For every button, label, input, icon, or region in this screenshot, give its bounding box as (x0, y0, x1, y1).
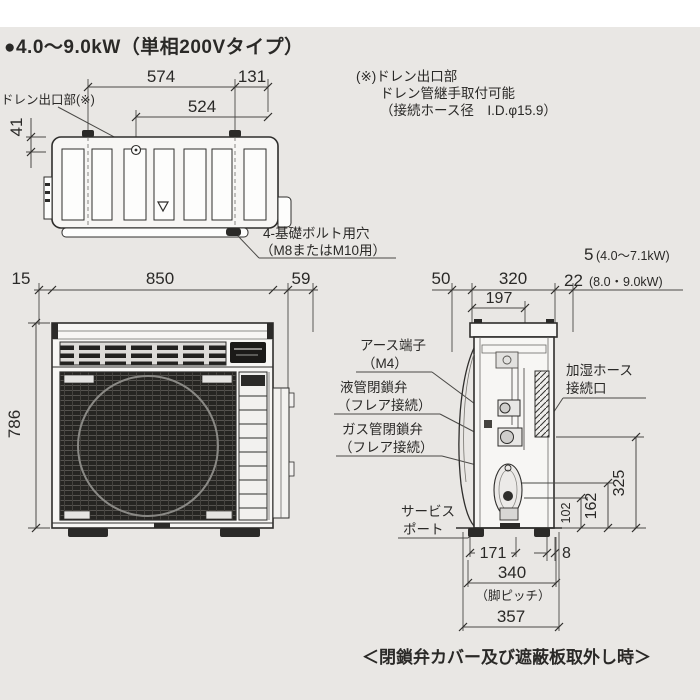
dim-22-note: (8.0・9.0kW) (589, 275, 663, 289)
svg-text:（フレア接続）: （フレア接続） (339, 439, 434, 455)
fan-circle (77, 375, 219, 517)
svg-text:（M4）: （M4） (362, 356, 408, 371)
dim-15: 15 (12, 269, 31, 288)
dim-22: 22 (564, 271, 583, 290)
bolt-label-line2: （M8またはM10用） (260, 243, 386, 258)
gas-valve-label: ガス管閉鎖弁 （フレア接続） (336, 422, 512, 475)
top-view: 574 131 524 41 ドレン出口部(※) (1, 67, 396, 259)
direction-triangle-mark (156, 201, 170, 213)
side-view-bottom-dims: 171 8 340 （脚ピッチ） 357 (458, 532, 571, 632)
drain-note-block: (※)ドレン出口部 ドレン管継手取付可能 （接続ホース径 I.D.φ15.9） (356, 69, 557, 118)
svg-text:（フレア接続）: （フレア接続） (337, 397, 432, 413)
dim-524: 524 (188, 97, 216, 116)
top-view-dim-41: 41 (7, 118, 46, 168)
svg-text:サービス: サービス (401, 504, 455, 519)
dim-41: 41 (7, 118, 26, 137)
side-view-body (456, 319, 562, 537)
top-view-dim-574-131: 574 131 (83, 67, 273, 135)
dim-325: 325 (611, 470, 628, 497)
top-view-base-flange (61, 227, 249, 238)
front-foot-left (68, 528, 108, 537)
front-view-dim-row: 15 850 59 (12, 269, 318, 388)
earth-terminal (484, 420, 492, 428)
dim-131: 131 (238, 67, 266, 86)
side-view-right-dims: 325 162 102 (522, 432, 646, 533)
dim-5-note: (4.0～7.1kW) (596, 249, 670, 263)
front-view: 15 850 59 786 (5, 269, 318, 537)
side-foot-front (468, 528, 484, 537)
dim-197: 197 (486, 290, 513, 307)
side-foot-rear (534, 528, 550, 537)
dim-850: 850 (146, 269, 174, 288)
drain-note-line2: ドレン管継手取付可能 (380, 86, 515, 101)
dim-102: 102 (559, 503, 573, 524)
top-vent-slats (59, 341, 227, 366)
dim-162: 162 (583, 493, 600, 520)
dim-340: 340 (498, 563, 526, 582)
svg-text:加湿ホース: 加湿ホース (566, 363, 633, 378)
top-view-slots (61, 148, 267, 221)
dim-574: 574 (147, 67, 175, 86)
drain-outlet-label: ドレン出口部(※) (1, 92, 95, 107)
page-title: ●4.0～9.0kW（単相200Vタイプ） (4, 35, 304, 58)
top-view-dim-524: 524 (131, 97, 273, 145)
side-view: 50 320 5 (4.0～7.1kW) 22 (8.0・9.0kW) 197 (432, 245, 683, 632)
brand-logo-plate (230, 342, 266, 363)
service-port (504, 464, 512, 472)
svg-text:ガス管閉鎖弁: ガス管閉鎖弁 (342, 422, 423, 437)
dim-786: 786 (5, 410, 24, 438)
foundation-bolt-hole (226, 228, 241, 236)
bottom-caption: ＜閉鎖弁カバー及び遮蔽板取外し時＞ (362, 647, 651, 667)
dim-5: 5 (584, 245, 593, 264)
svg-text:ポート: ポート (403, 522, 444, 537)
bolt-hole-label: 4-基礎ボルト用穴 （M8またはM10用） (237, 225, 396, 259)
side-view-dim-row: 50 320 5 (4.0～7.1kW) 22 (8.0・9.0kW) (432, 245, 683, 352)
dim-357: 357 (497, 607, 525, 626)
front-panel-bulge (458, 347, 475, 527)
front-view-body (51, 322, 295, 537)
fan-grille (59, 371, 237, 521)
earth-terminal-label: アース端子 （M4） (356, 338, 507, 428)
bolt-label-line1: 4-基礎ボルト用穴 (263, 225, 370, 241)
svg-text:液管閉鎖弁: 液管閉鎖弁 (340, 380, 408, 395)
top-view-right-handle (277, 196, 292, 228)
dim-59: 59 (292, 269, 311, 288)
front-foot-right (220, 528, 260, 537)
service-port-label: サービス ポート (398, 502, 511, 539)
svg-text:アース端子: アース端子 (360, 338, 426, 353)
side-louver-panel (238, 371, 268, 521)
dim-340-note: （脚ピッチ） (475, 588, 550, 603)
top-view-body (43, 130, 292, 238)
side-louvers (239, 395, 267, 509)
dim-8: 8 (562, 545, 571, 562)
side-view-dim-197: 197 (467, 290, 530, 323)
dim-320: 320 (499, 269, 527, 288)
dim-171: 171 (480, 545, 507, 562)
dim-50: 50 (432, 269, 451, 288)
drain-note-line1: (※)ドレン出口部 (356, 69, 457, 84)
front-view-dim-786: 786 (5, 318, 50, 533)
top-view-left-tab (43, 176, 53, 220)
humidify-hose-connection (534, 370, 550, 438)
side-view-internals (481, 344, 547, 521)
svg-text:接続口: 接続口 (566, 380, 607, 396)
drain-note-line3: （接続ホース径 I.D.φ15.9） (380, 102, 557, 118)
